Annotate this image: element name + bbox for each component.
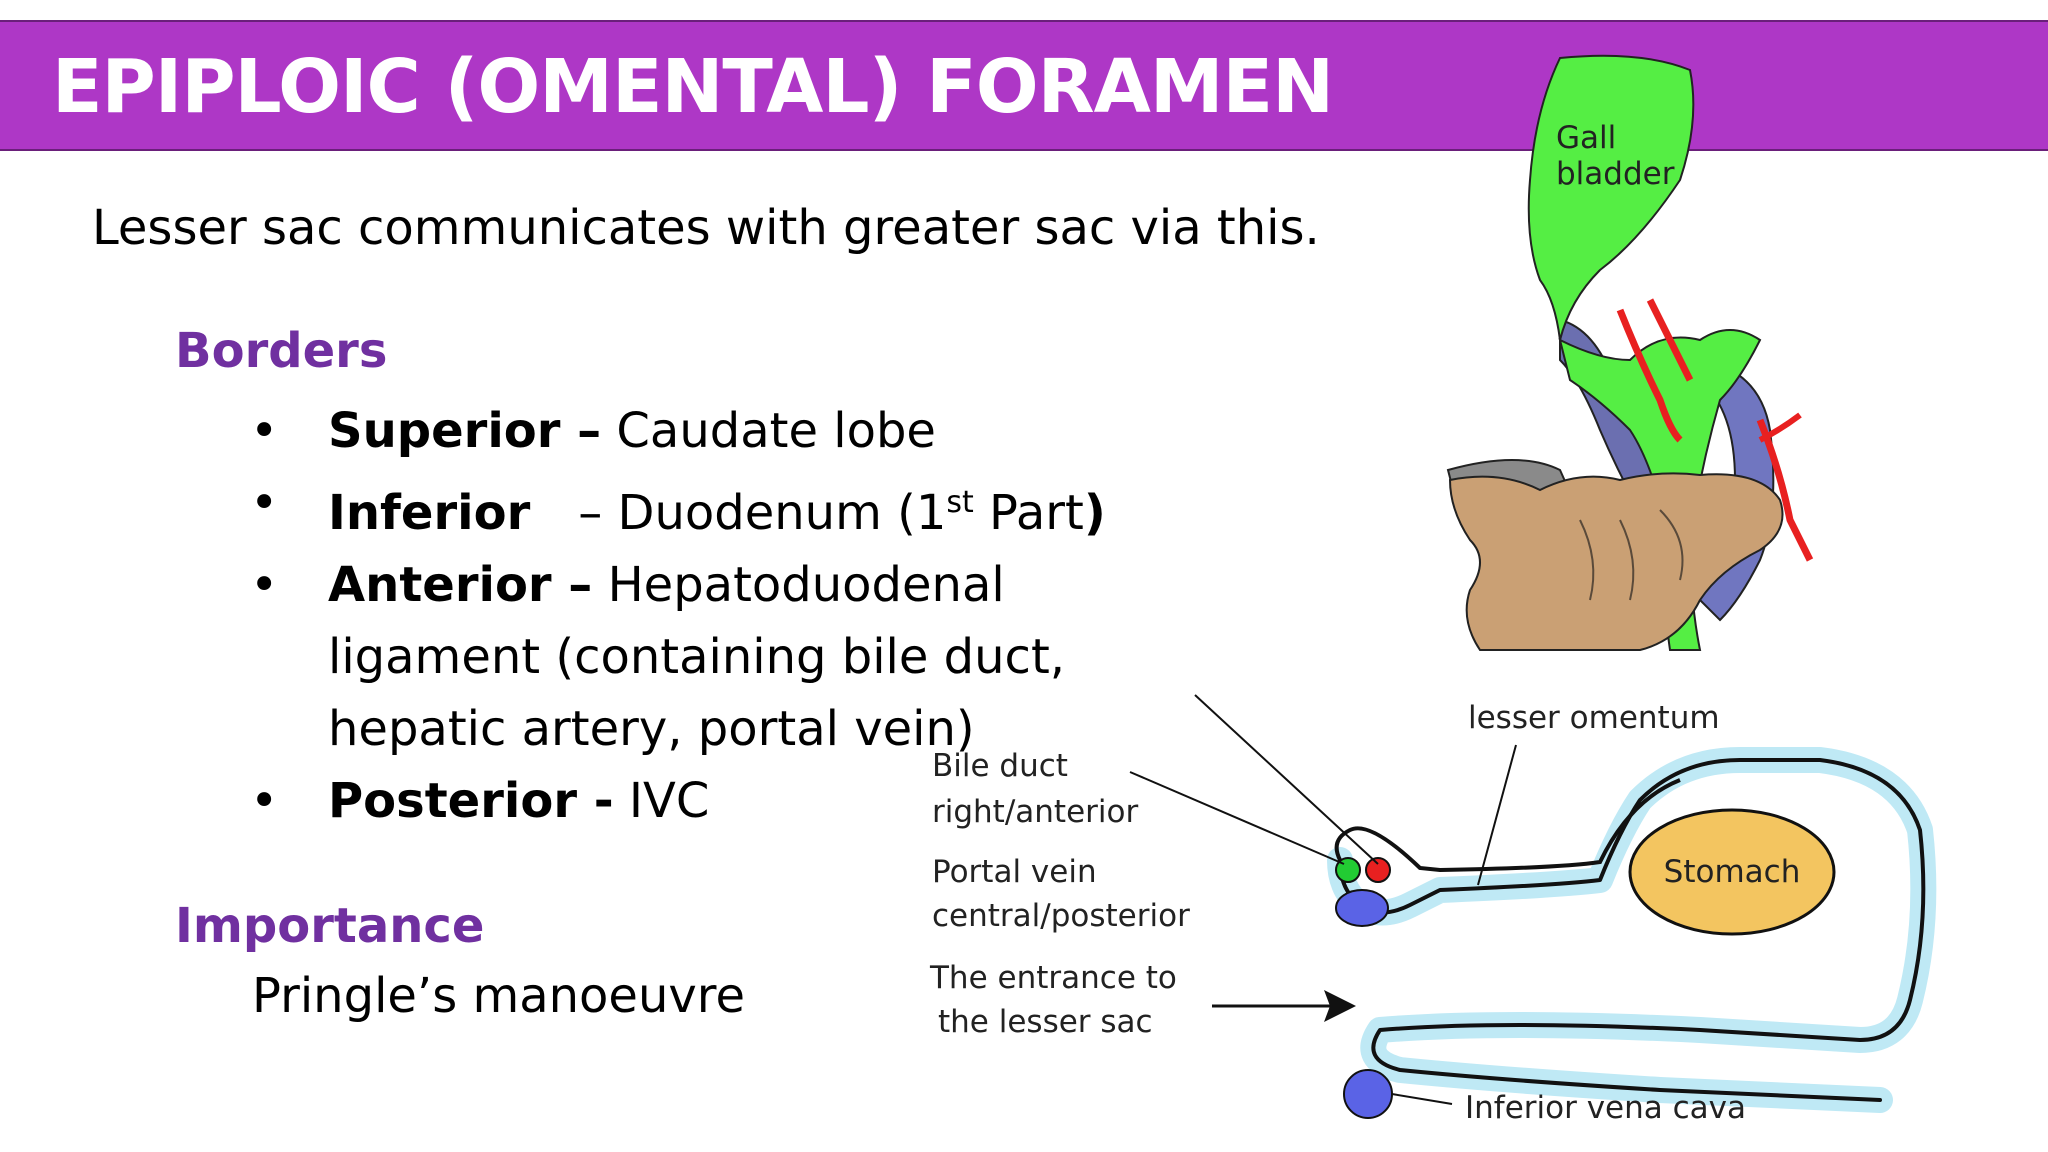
intro-text: Lesser sac communicates with greater sac…	[92, 200, 1320, 256]
ivc-circle	[1343, 1069, 1393, 1119]
entrance-label-line2: the lesser sac	[938, 1004, 1153, 1040]
border-label: Inferior	[328, 485, 531, 541]
border-text-2: Part	[973, 485, 1084, 541]
list-item: • Anterior – Hepatoduodenal ligament (co…	[250, 549, 1250, 765]
border-text: Hepatoduodenal ligament (containing bile…	[328, 557, 1066, 757]
border-label: Superior –	[328, 403, 602, 459]
closing-paren: )	[1083, 485, 1106, 541]
importance-heading: Importance	[175, 898, 485, 954]
borders-list: • Superior – Caudate lobe • Inferior – D…	[250, 395, 1250, 837]
entrance-label-line1: The entrance to	[929, 960, 1177, 996]
gallbladder-illustration: Gall bladder	[1446, 54, 1814, 651]
bile-duct-label-line1: Bile duct	[932, 748, 1068, 784]
list-item: • Inferior – Duodenum (1st Part)	[250, 467, 1250, 549]
border-text: Duodenum (1	[602, 485, 947, 541]
bullet-icon: •	[250, 557, 279, 613]
ivc-label: Inferior vena cava	[1465, 1090, 1746, 1126]
portal-vein-label-line2: central/posterior	[932, 898, 1190, 934]
dash: –	[578, 485, 603, 541]
bullet-icon: •	[250, 773, 279, 829]
label-gap	[530, 485, 578, 541]
bullet-icon: •	[250, 403, 279, 459]
border-label: Anterior –	[328, 557, 593, 613]
list-item: • Posterior - IVC	[250, 765, 1250, 837]
cross-section-diagram: Stomach Bile duct right/anterior Portal …	[929, 694, 1937, 1126]
portal-vein-ellipse	[1335, 889, 1389, 927]
bile-duct-label-line2: right/anterior	[932, 794, 1138, 830]
gallbladder-label-line1: Gall	[1556, 120, 1616, 156]
stomach-label: Stomach	[1664, 854, 1801, 890]
title-bar: EPIPLOIC (OMENTAL) FORAMEN	[0, 20, 2048, 151]
stomach-shape	[1628, 808, 1836, 936]
ordinal-suffix: st	[946, 485, 974, 520]
importance-text: Pringle’s manoeuvre	[252, 968, 745, 1024]
border-label: Posterior -	[328, 773, 614, 829]
portal-vein-label-line1: Portal vein	[932, 854, 1097, 890]
border-text: Caudate lobe	[601, 403, 936, 459]
gallbladder-label-line2: bladder	[1556, 156, 1675, 192]
hepatic-artery-circle	[1365, 857, 1391, 883]
border-text: IVC	[613, 773, 710, 829]
slide-title: EPIPLOIC (OMENTAL) FORAMEN	[52, 44, 1334, 130]
borders-heading: Borders	[175, 323, 388, 379]
lesser-omentum-label: lesser omentum	[1468, 700, 1720, 736]
list-item: • Superior – Caudate lobe	[250, 395, 1250, 467]
bullet-icon: •	[250, 475, 279, 531]
